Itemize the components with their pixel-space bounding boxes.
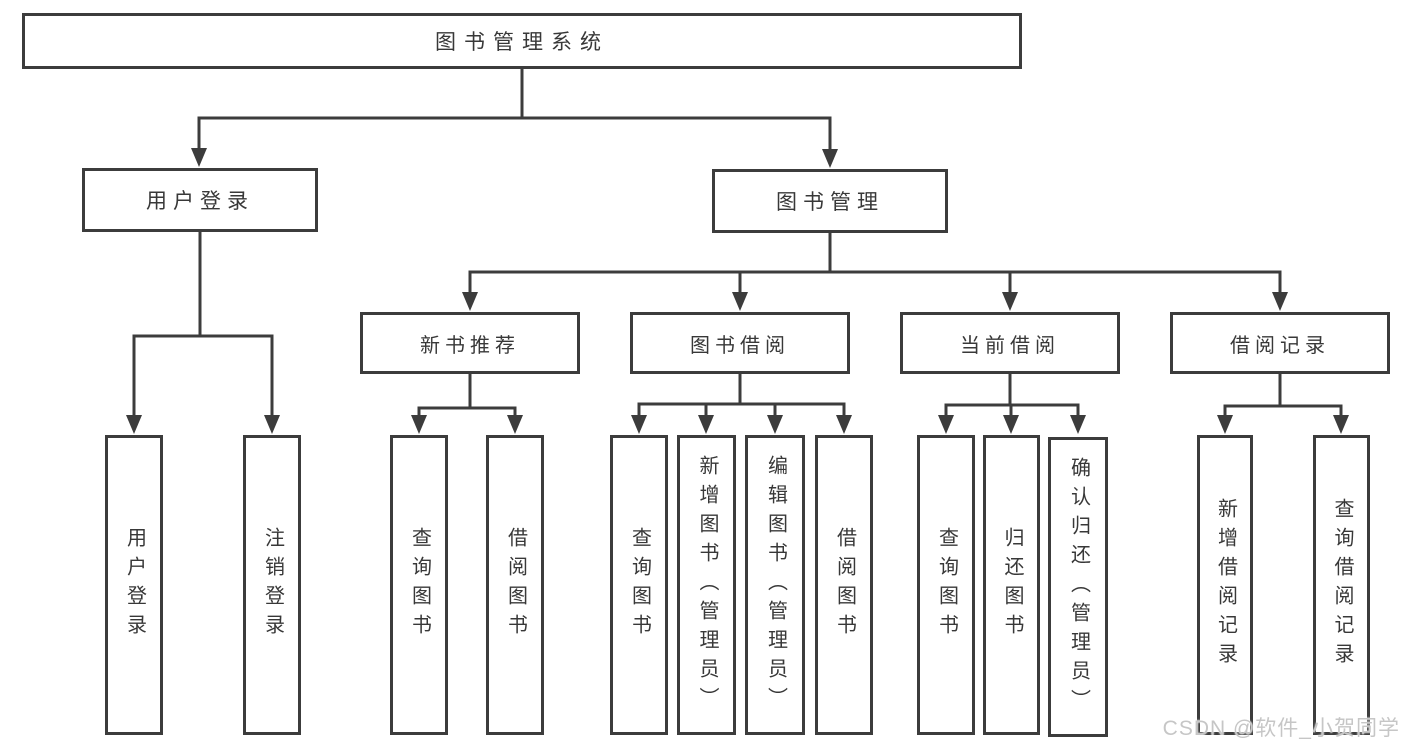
leaf-borrow-edit-book-admin: 编辑图书（管理员） <box>745 435 805 735</box>
leaf-records-add-record: 新增借阅记录 <box>1197 435 1253 735</box>
node-branch-user-login: 用户登录 <box>82 168 318 232</box>
leaf-current-query-books: 查询图书 <box>917 435 975 735</box>
watermark-text: CSDN @软件_小贺同学 <box>1162 717 1400 740</box>
leaf-borrow-add-book-admin: 新增图书（管理员） <box>677 435 736 735</box>
leaf-current-confirm-return-admin: 确认归还（管理员） <box>1048 437 1108 737</box>
leaf-borrow-query-books: 查询图书 <box>610 435 668 735</box>
node-module-book-borrow: 图书借阅 <box>630 312 850 374</box>
node-system-root: 图书管理系统 <box>22 13 1022 69</box>
leaf-logout: 注销登录 <box>243 435 301 735</box>
leaf-newrec-borrow-books: 借阅图书 <box>486 435 544 735</box>
node-module-current-borrow: 当前借阅 <box>900 312 1120 374</box>
leaf-newrec-query-books: 查询图书 <box>390 435 448 735</box>
node-module-borrow-records: 借阅记录 <box>1170 312 1390 374</box>
leaf-borrow-borrow-books: 借阅图书 <box>815 435 873 735</box>
leaf-current-return-book: 归还图书 <box>983 435 1040 735</box>
leaf-records-query-record: 查询借阅记录 <box>1313 435 1370 735</box>
leaf-user-login: 用户登录 <box>105 435 163 735</box>
node-module-new-book-recommend: 新书推荐 <box>360 312 580 374</box>
node-branch-book-management: 图书管理 <box>712 169 948 233</box>
